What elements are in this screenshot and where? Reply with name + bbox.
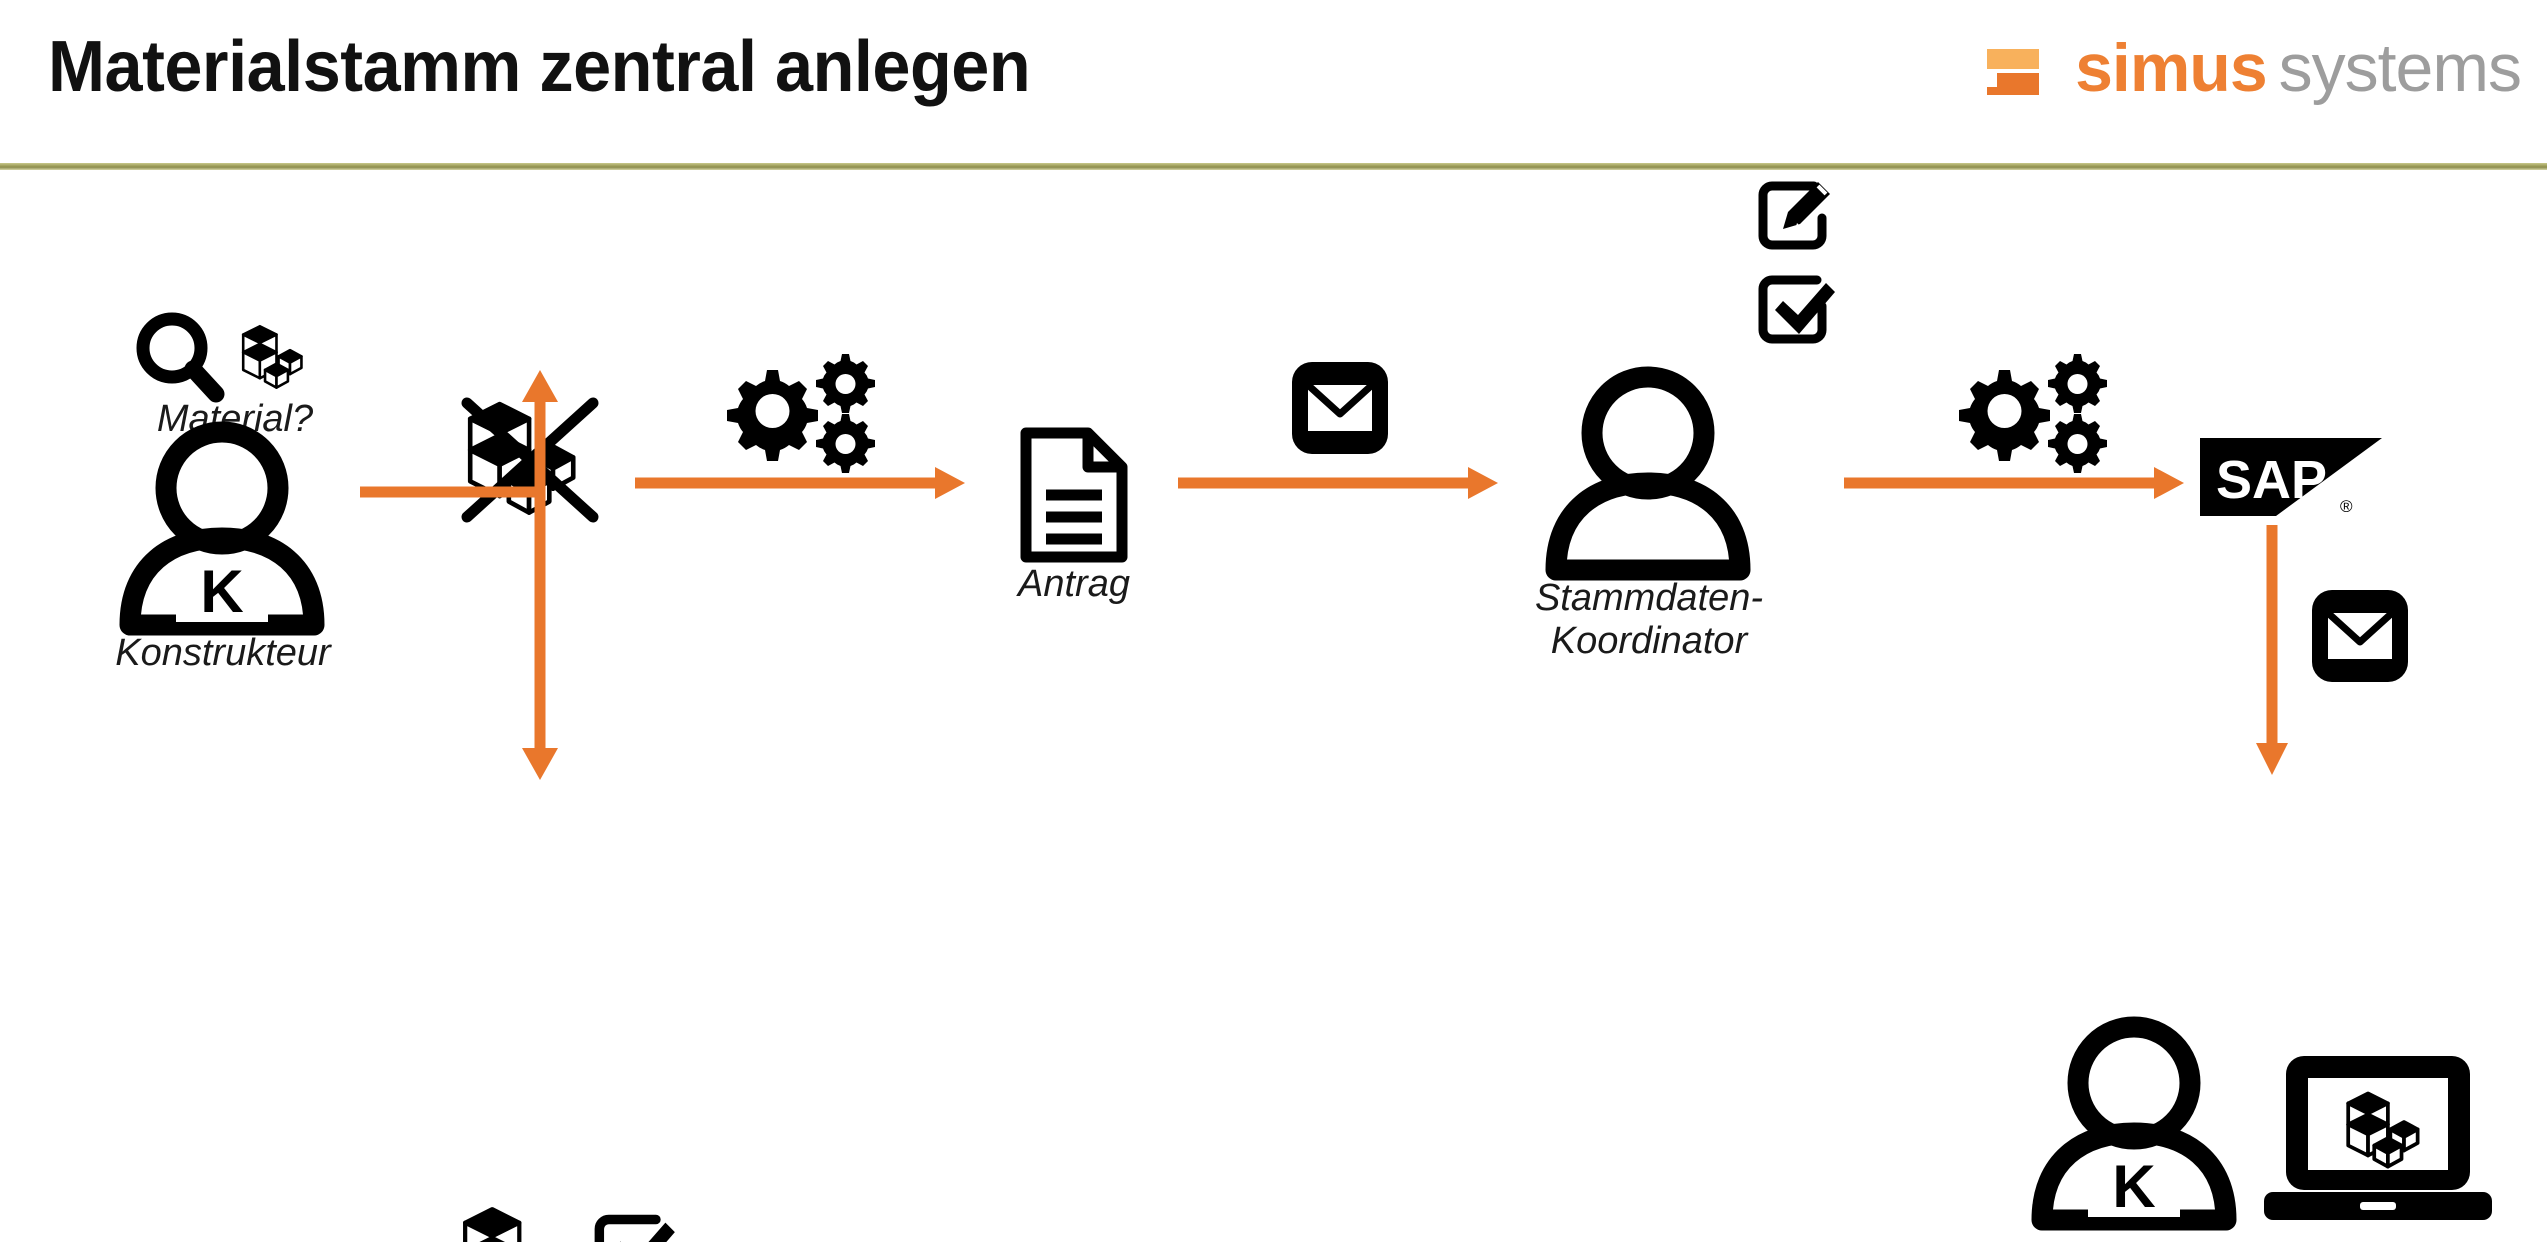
person-initial: K [200,558,243,625]
konstrukteur-node: K Konstrukteur [108,420,338,674]
mark-top-notch [2013,49,2040,57]
arrow-koordinator-to-sap [1844,463,2184,503]
material-approved-badge [592,1211,678,1242]
cross-out-mark [461,397,599,523]
person-icon: K [2031,1016,2237,1231]
person-icon: K [119,421,325,636]
cube-stack-icon [463,1207,522,1242]
approve-badge [1756,272,1838,350]
cube-stack-icon [2346,1091,2420,1169]
approved-material-node [455,1192,565,1242]
mail-node-1 [1290,360,1390,456]
sap-wordmark: SAP [2216,450,2327,510]
mark-bottom-bar [1987,87,2024,95]
sap-registered-mark: ® [2340,497,2353,516]
koordinator-node: Stammdaten- Koordinator [1534,365,1764,662]
arrow-material-to-antrag [635,463,965,503]
konstrukteur-node-2: K [2020,1015,2250,1231]
check-box-icon [1758,275,1835,344]
cube-stack-crossed-out-icon [461,397,599,523]
check-box-icon [594,1214,675,1242]
person-initial: K [2112,1153,2155,1220]
arrow-antrag-to-koordinator [1178,463,1498,503]
header-divider [0,163,2547,170]
material-query-group: Material? [130,310,330,440]
sap-node: SAP ® [2200,432,2390,522]
brand-suffix: systems [2278,30,2522,106]
laptop-node [2258,1050,2498,1230]
page-title: Materialstamm zentral anlegen [48,27,1031,107]
connector-konstrukteur [360,482,550,502]
laptop-icon [2264,1056,2492,1220]
gears-group-1 [712,348,902,478]
person-icon [1545,366,1751,581]
konstrukteur-label: Konstrukteur [115,632,331,674]
gears-icon [1959,354,2107,473]
antrag-node: Antrag [1014,425,1134,605]
koordinator-label-line2: Koordinator [1550,619,1748,662]
edit-badge [1756,178,1838,256]
envelope-icon [2312,590,2408,682]
koordinator-label-line1: Stammdaten- [1534,577,1764,619]
process-diagram: Material? K Konstrukteur [0,170,2547,1242]
antrag-label: Antrag [1018,563,1130,605]
envelope-icon [1292,362,1388,454]
arrow-sap-to-konstrukteur [2250,525,2294,775]
sap-logo-icon: SAP ® [2200,438,2382,516]
simus-s-mark-icon [1985,37,2049,99]
mail-node-2 [2310,588,2410,684]
cube-stack-icon [241,324,303,389]
koordinator-label: Stammdaten- Koordinator [1489,577,1809,662]
material-not-found-node [455,385,605,535]
gears-icon [727,354,875,473]
document-icon [1020,427,1128,563]
gears-group-2 [1944,348,2134,478]
brand-name: simus [2075,30,2268,106]
edit-box-icon [1758,181,1830,250]
arrow-loop-vertical [512,370,568,780]
search-icon [136,312,303,403]
